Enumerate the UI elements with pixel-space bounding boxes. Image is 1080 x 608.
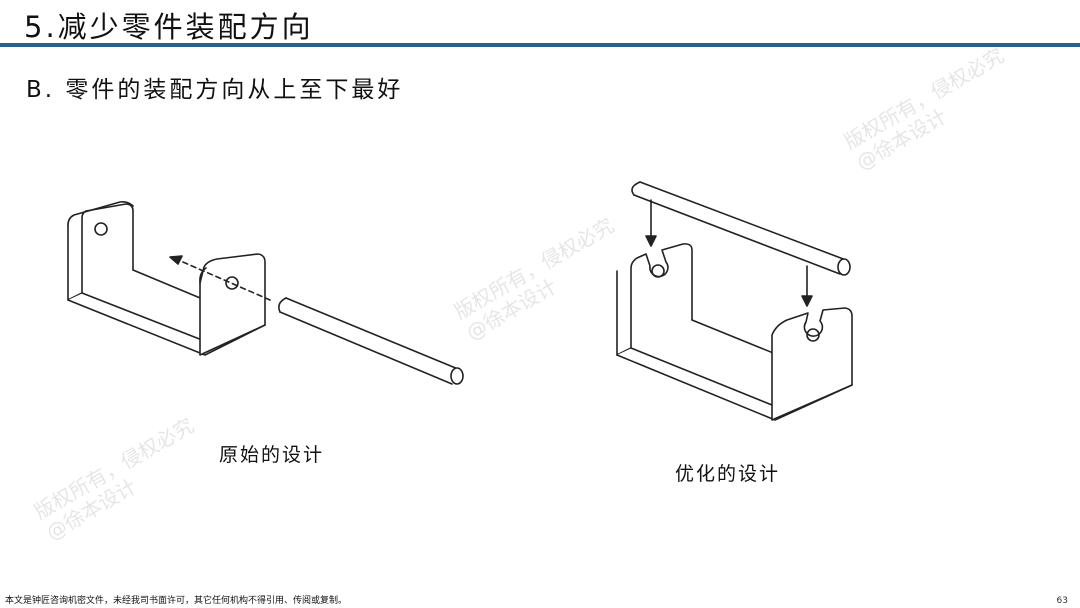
page-number: 63: [1056, 596, 1068, 606]
caption-original-design: 原始的设计: [219, 444, 325, 466]
slide-subtitle: B. 零件的装配方向从上至下最好: [26, 77, 404, 103]
title-divider: [0, 43, 1080, 47]
caption-optimized-design: 优化的设计: [675, 463, 781, 485]
confidentiality-footer: 本文是钟匠咨询机密文件，未经我司书面许可，其它任何机构不得引用、传阅或复制。: [5, 596, 348, 606]
slide-title: 5.减少零件装配方向: [24, 10, 314, 44]
